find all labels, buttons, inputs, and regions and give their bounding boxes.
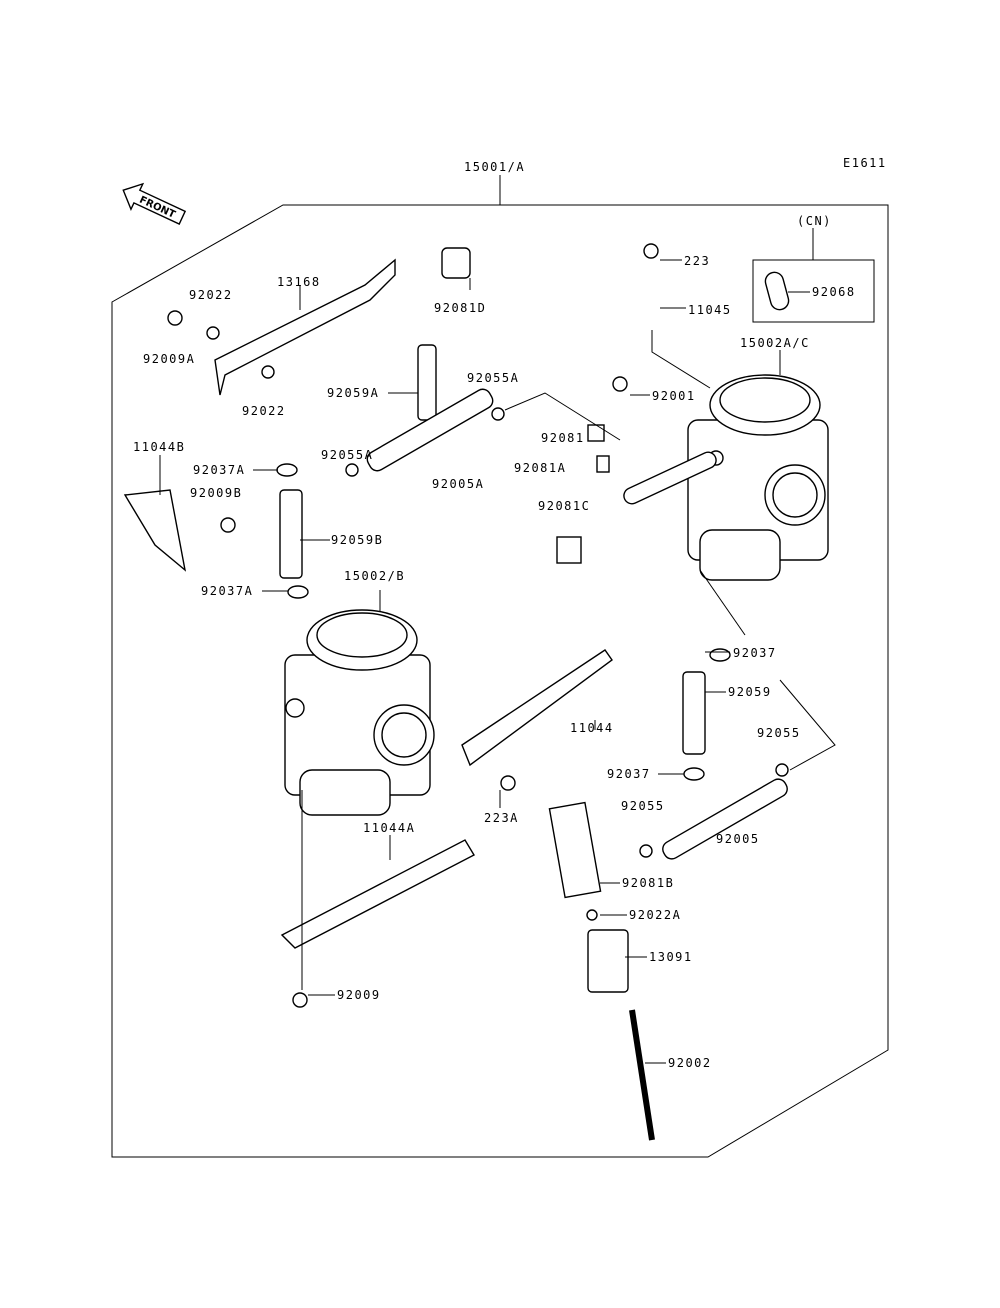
label-92059: 92059	[728, 685, 772, 699]
label-92009: 92009	[337, 988, 381, 1002]
cn-part: 92068	[812, 285, 856, 299]
part-labels: 223 11045 15002A/C 92001 92081 92081A 92…	[133, 254, 810, 1070]
label-92009b: 92009B	[190, 486, 242, 500]
leader-lines	[159, 259, 836, 1064]
label-92022: 92022	[242, 404, 286, 418]
label-92055: 92055	[757, 726, 801, 740]
springs	[441, 247, 610, 899]
label-92081b: 92081B	[622, 876, 674, 890]
label-92055a: 92055A	[321, 448, 373, 462]
washers-orings	[167, 243, 789, 1008]
label-15002a-c: 15002A/C	[740, 336, 810, 350]
label-92009a: 92009A	[143, 352, 195, 366]
label-92037: 92037	[607, 767, 651, 781]
label-13091: 13091	[649, 950, 693, 964]
label-92002: 92002	[668, 1056, 712, 1070]
label-11044b: 11044B	[133, 440, 185, 454]
label-92037: 92037	[733, 646, 777, 660]
bracket-11044b	[123, 489, 187, 572]
tubes	[279, 344, 788, 860]
assembly-label: 15001/A	[464, 160, 525, 174]
carburetor-left	[284, 609, 435, 816]
label-11044: 11044	[570, 721, 614, 735]
cn-title: (CN)	[797, 214, 832, 228]
label-92001: 92001	[652, 389, 696, 403]
bracket-13168	[214, 258, 396, 396]
label-92055: 92055	[621, 799, 665, 813]
label-11045: 11045	[688, 303, 732, 317]
part-13091	[587, 929, 629, 993]
plate-11044a	[280, 839, 475, 949]
label-11044a: 11044A	[363, 821, 415, 835]
label-92055a: 92055A	[467, 371, 519, 385]
label-92081d: 92081D	[434, 301, 486, 315]
label-15002-b: 15002/B	[344, 569, 405, 583]
label-92005a: 92005A	[432, 477, 484, 491]
label-92059a: 92059A	[327, 386, 379, 400]
label-92022a: 92022A	[629, 908, 681, 922]
diagram-id: E1611	[843, 156, 887, 170]
label-92037a: 92037A	[201, 584, 253, 598]
label-92081a: 92081A	[514, 461, 566, 475]
plate-11044	[461, 649, 613, 767]
screw-92002	[629, 1009, 655, 1141]
label-13168: 13168	[277, 275, 321, 289]
label-223a: 223A	[484, 811, 519, 825]
label-92037a: 92037A	[193, 463, 245, 477]
label-92022: 92022	[189, 288, 233, 302]
label-92059b: 92059B	[331, 533, 383, 547]
assembly-outline	[111, 204, 889, 1158]
label-92081c: 92081C	[538, 499, 590, 513]
front-arrow-icon: FRONT	[122, 182, 187, 225]
label-92081: 92081	[541, 431, 585, 445]
label-223: 223	[684, 254, 710, 268]
label-92005: 92005	[716, 832, 760, 846]
carburetor-right	[687, 374, 829, 581]
